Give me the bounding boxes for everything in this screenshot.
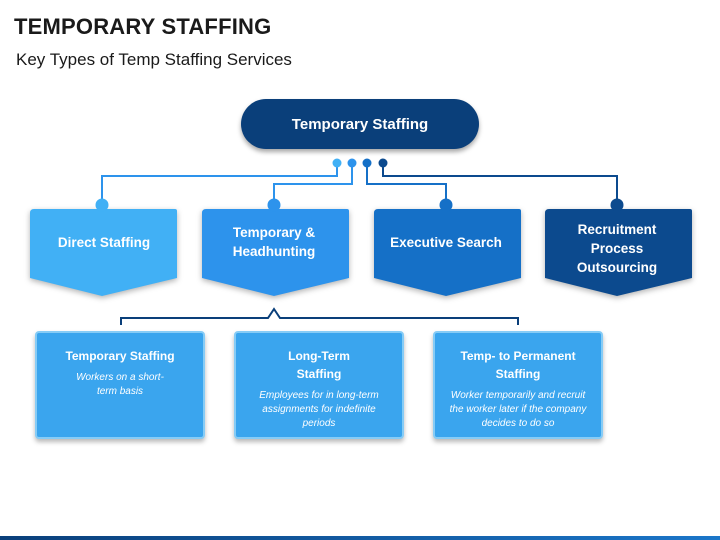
page-title: TEMPORARY STAFFING <box>14 14 272 39</box>
sub-type-title: Long-Term Staffing <box>288 349 350 381</box>
root-node-label: Temporary Staffing <box>291 115 429 133</box>
category-label-executive-search: Executive Search <box>390 234 502 250</box>
category-shape-rpo <box>545 209 692 296</box>
sub-types-bracket <box>120 307 519 325</box>
sub-type-description: Worker temporarily and recruit the worke… <box>449 390 587 429</box>
sub-type-description: Workers on a short- term basis <box>76 372 164 397</box>
page-subtitle: Key Types of Temp Staffing Services <box>16 50 292 69</box>
category-shape-direct-staffing <box>30 209 177 296</box>
connector-rpo <box>382 163 618 202</box>
connector-temporary-headhunting <box>273 163 353 202</box>
connector-dot <box>347 158 357 168</box>
connector-direct-staffing <box>101 163 338 202</box>
sub-type-description: Employees for in long-term assignments f… <box>259 390 379 429</box>
bottom-accent-bar <box>0 536 720 540</box>
root-node: Temporary Staffing <box>241 99 479 149</box>
connector-executive-search <box>366 163 447 202</box>
category-label-temporary-headhunting: Temporary & Headhunting <box>232 225 316 259</box>
connector-dot <box>332 158 342 168</box>
sub-type-card: Temporary Staffing Workers on a short- t… <box>35 331 205 439</box>
category-dot <box>267 198 281 212</box>
sub-type-card: Long-Term Staffing Employees for in long… <box>234 331 404 439</box>
connector-dot <box>362 158 372 168</box>
category-label-rpo: Recruitment Process Outsourcing <box>576 221 658 275</box>
category-dot <box>610 198 624 212</box>
category-shape-executive-search <box>374 209 521 296</box>
category-label-direct-staffing: Direct Staffing <box>57 234 151 250</box>
category-dot <box>439 198 453 212</box>
connector-dot <box>378 158 388 168</box>
category-dot <box>95 198 109 212</box>
sub-type-card: Temp- to Permanent Staffing Worker tempo… <box>433 331 603 439</box>
category-shape-temporary-headhunting <box>202 209 349 296</box>
sub-type-title: Temp- to Permanent Staffing <box>460 349 576 381</box>
sub-type-title: Temporary Staffing <box>65 349 175 363</box>
